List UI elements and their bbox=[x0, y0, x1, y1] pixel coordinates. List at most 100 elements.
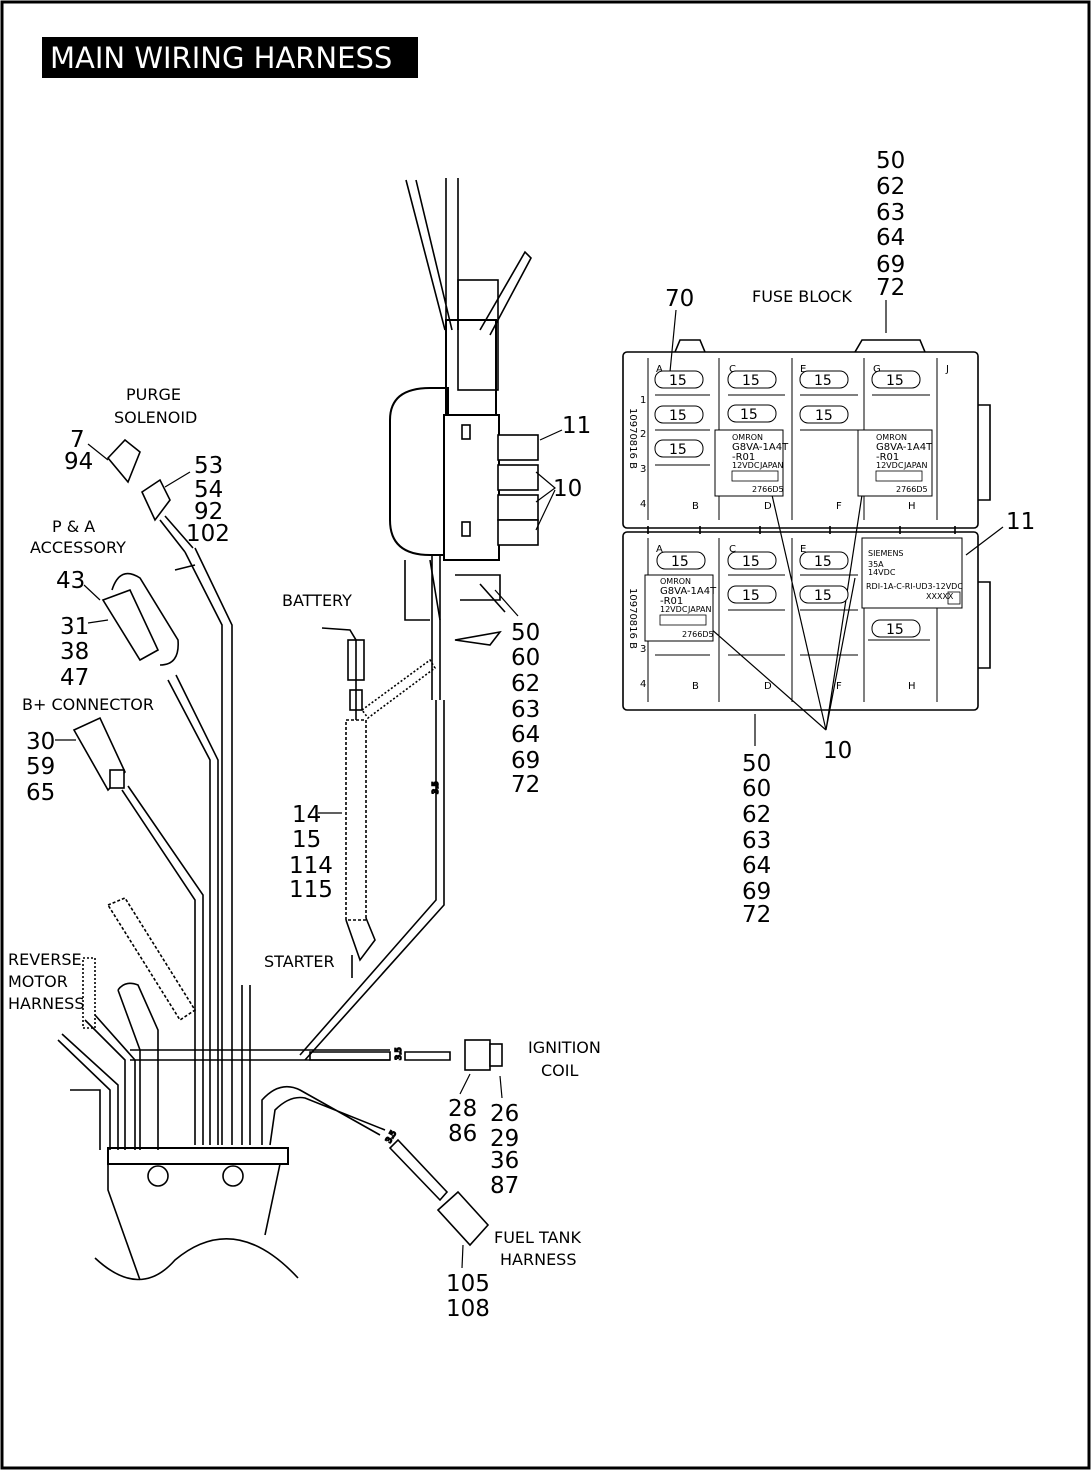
callout-94: 94 bbox=[64, 449, 93, 475]
svg-text:15: 15 bbox=[814, 554, 832, 570]
callout-10: 10 bbox=[553, 476, 582, 502]
relay-brand: OMRON bbox=[660, 577, 691, 586]
relay-omron: OMRON G8VA-1A4T -R01 12VDC JAPAN 2766D5 bbox=[714, 429, 789, 497]
svg-text:15: 15 bbox=[886, 373, 904, 389]
svg-text:15: 15 bbox=[886, 622, 904, 638]
fuse: 15 bbox=[799, 370, 849, 389]
fb-col-f-top: F bbox=[836, 501, 842, 512]
fb-col-c-top: C bbox=[729, 364, 736, 375]
svg-text:15: 15 bbox=[671, 554, 689, 570]
fb-row-2-top: 2 bbox=[640, 429, 646, 440]
relay-brand: OMRON bbox=[732, 433, 763, 442]
callout-87: 87 bbox=[490, 1173, 519, 1199]
large-relay-part: RDI-1A-C-RI-UD3-12VDC bbox=[866, 582, 963, 591]
relay-origin: JAPAN bbox=[759, 461, 783, 470]
fb-col-g-top: G bbox=[873, 364, 881, 375]
callout-53: 53 bbox=[194, 453, 223, 479]
label-pa-line2: ACCESSORY bbox=[30, 538, 126, 557]
harness-drawing: 3.5 3.5 bbox=[57, 178, 539, 1281]
label-purge-line2: SOLENOID bbox=[114, 408, 197, 427]
page-title: MAIN WIRING HARNESS bbox=[50, 41, 392, 75]
fb-callout-72: 72 bbox=[876, 275, 905, 301]
callout-114: 114 bbox=[289, 853, 333, 879]
callout-50: 50 bbox=[511, 620, 540, 646]
fb-row-3-top: 3 bbox=[640, 464, 646, 475]
callout-92: 92 bbox=[194, 499, 223, 525]
svg-text:15: 15 bbox=[815, 408, 833, 424]
fuse: 15 bbox=[656, 551, 706, 570]
wire-gauge-label-ignition: 3.5 bbox=[394, 1047, 403, 1060]
fuse: 15 bbox=[871, 619, 921, 638]
svg-text:15: 15 bbox=[669, 442, 687, 458]
large-relay-voltage: 14VDC bbox=[868, 568, 896, 577]
callout-62: 62 bbox=[511, 671, 540, 697]
fb-callout-64: 64 bbox=[876, 225, 905, 251]
fb-col-a-bottom: A bbox=[656, 544, 663, 555]
callout-108: 108 bbox=[446, 1296, 490, 1322]
relay-omron: OMRON G8VA-1A4T -R01 12VDC JAPAN 2766D5 bbox=[644, 574, 717, 642]
relay-model: G8VA-1A4T bbox=[876, 442, 933, 453]
fuse: 15 bbox=[727, 370, 777, 389]
callout-65: 65 bbox=[26, 780, 55, 806]
fb-col-e-top: E bbox=[800, 364, 806, 375]
large-relay-brand: SIEMENS bbox=[868, 549, 904, 558]
relay-model-suffix: -R01 bbox=[660, 596, 683, 607]
svg-text:15: 15 bbox=[742, 554, 760, 570]
fuse: 15 bbox=[654, 439, 704, 458]
callout-47: 47 bbox=[60, 665, 89, 691]
label-battery: BATTERY bbox=[282, 591, 352, 610]
fuse: 15 bbox=[799, 585, 849, 604]
svg-text:15: 15 bbox=[740, 407, 758, 423]
svg-text:15: 15 bbox=[742, 373, 760, 389]
fuse-block-code-bottom: 10970816 B bbox=[627, 588, 638, 649]
fb-callout-bottom-69: 69 bbox=[742, 879, 771, 905]
relay-large: SIEMENS 35A 14VDC RDI-1A-C-RI-UD3-12VDC … bbox=[861, 537, 963, 609]
fb-col-f-bottom: F bbox=[836, 681, 842, 692]
fuse: 15 bbox=[654, 370, 704, 389]
label-ignition-line2: COIL bbox=[541, 1061, 578, 1080]
callout-numbers: 7 94 53 54 92 102 43 31 38 47 30 59 65 1… bbox=[26, 413, 591, 1322]
label-starter: STARTER bbox=[264, 952, 335, 971]
fuse-block-code-top: 10970816 B bbox=[627, 408, 638, 469]
fb-col-c-bottom: C bbox=[729, 544, 736, 555]
svg-text:15: 15 bbox=[814, 588, 832, 604]
component-labels: PURGE SOLENOID P & A ACCESSORY B+ CONNEC… bbox=[8, 287, 852, 1269]
svg-text:15: 15 bbox=[669, 373, 687, 389]
callout-14: 14 bbox=[292, 802, 321, 828]
label-fuel-line2: HARNESS bbox=[500, 1250, 576, 1269]
callout-115: 115 bbox=[289, 877, 333, 903]
callout-43: 43 bbox=[56, 568, 85, 594]
fuse: 15 bbox=[799, 551, 849, 570]
relay-model: G8VA-1A4T bbox=[732, 442, 789, 453]
callout-36: 36 bbox=[490, 1148, 519, 1174]
fuse: 15 bbox=[727, 404, 777, 423]
fb-callout-bottom-62: 62 bbox=[742, 802, 771, 828]
fb-callout-bottom-64: 64 bbox=[742, 853, 771, 879]
callout-54: 54 bbox=[194, 477, 223, 503]
callout-64: 64 bbox=[511, 722, 540, 748]
callout-60: 60 bbox=[511, 645, 540, 671]
fb-callout-11: 11 bbox=[1006, 509, 1035, 535]
label-b-plus: B+ CONNECTOR bbox=[22, 695, 154, 714]
callout-28: 28 bbox=[448, 1096, 477, 1122]
label-purge-line1: PURGE bbox=[126, 385, 181, 404]
svg-text:15: 15 bbox=[742, 588, 760, 604]
callout-29: 29 bbox=[490, 1126, 519, 1152]
wire-gauge-label: 3.5 bbox=[431, 781, 440, 794]
fb-callout-bottom-50: 50 bbox=[742, 751, 771, 777]
label-reverse-line1: REVERSE bbox=[8, 950, 82, 969]
leader-lines-left bbox=[55, 429, 563, 1269]
fb-col-h-bottom: H bbox=[908, 681, 916, 692]
callout-38: 38 bbox=[60, 639, 89, 665]
label-fuel-line1: FUEL TANK bbox=[494, 1228, 581, 1247]
fb-row-3-bottom: 3 bbox=[640, 644, 646, 655]
relay-code: 2766D5 bbox=[752, 485, 784, 494]
fb-callout-69: 69 bbox=[876, 252, 905, 278]
callout-30: 30 bbox=[26, 729, 55, 755]
relay-model: G8VA-1A4T bbox=[660, 586, 717, 597]
fuse: 15 bbox=[654, 405, 704, 424]
relay-voltage: 12VDC bbox=[660, 605, 688, 614]
fb-col-b-top: B bbox=[692, 501, 699, 512]
title-bar bbox=[42, 37, 418, 78]
